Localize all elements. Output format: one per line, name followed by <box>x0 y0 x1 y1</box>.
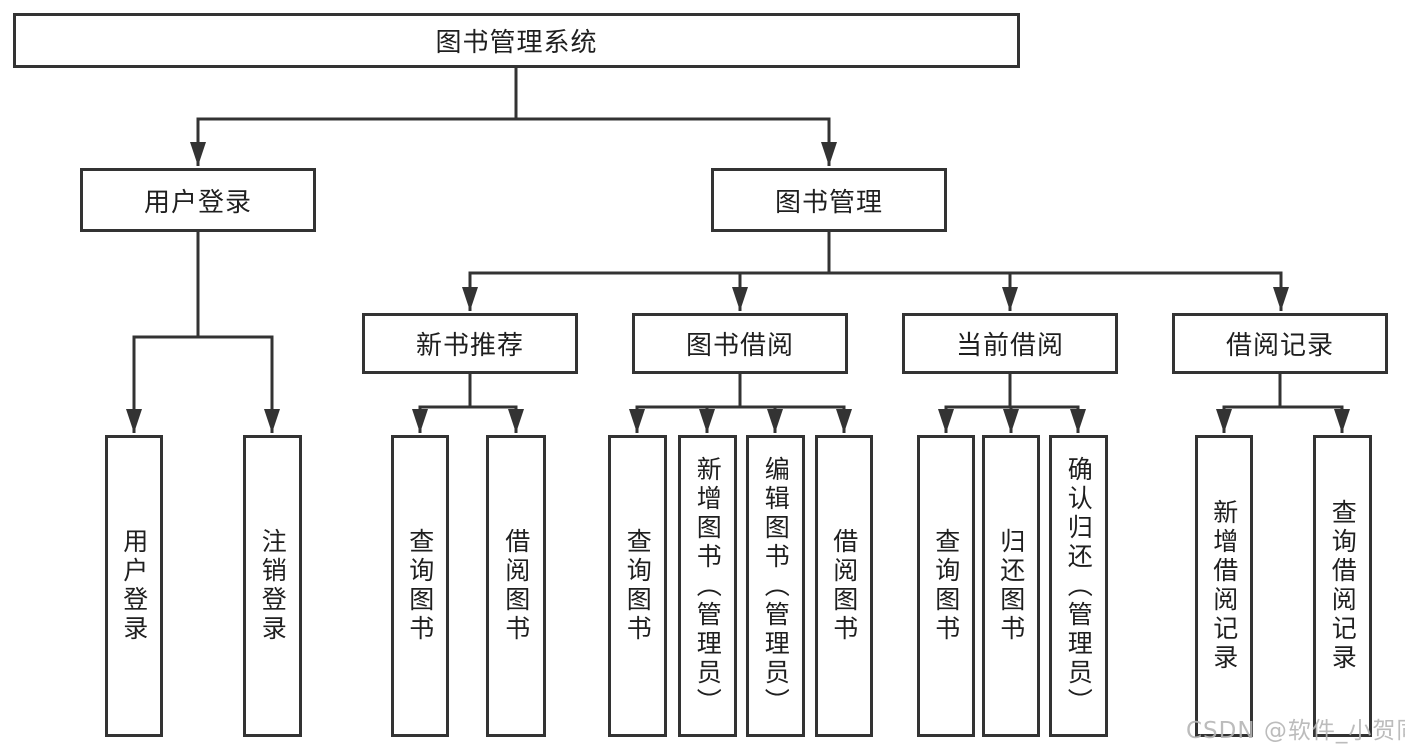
node-borrow-records: 借阅记录 <box>1172 313 1388 374</box>
leaf-add-books-admin-label: 新增图书（管理员） <box>693 455 723 717</box>
csdn-watermark: CSDN @软件_小贺同学 <box>1186 718 1405 744</box>
node-borrow-records-label: 借阅记录 <box>1225 331 1334 361</box>
leaf-logout: 注销登录 <box>243 435 302 737</box>
leaf-borrow-books-label: 借阅图书 <box>829 528 859 644</box>
node-new-book-recommend: 新书推荐 <box>362 313 578 374</box>
leaf-user-login: 用户登录 <box>105 435 163 737</box>
node-book-management: 图书管理 <box>711 168 947 232</box>
leaf-borrow-books-recommend: 借阅图书 <box>486 435 546 737</box>
node-current-borrow: 当前借阅 <box>902 313 1118 374</box>
leaf-confirm-return-admin: 确认归还（管理员） <box>1049 435 1108 737</box>
node-user-login-label: 用户登录 <box>143 187 252 218</box>
leaf-return-books: 归还图书 <box>982 435 1040 737</box>
node-new-book-recommend-label: 新书推荐 <box>415 331 524 361</box>
leaf-query-borrow-record: 查询借阅记录 <box>1313 435 1372 737</box>
node-root-system-label: 图书管理系统 <box>435 28 598 58</box>
leaf-query-borrow-record-label: 查询借阅记录 <box>1328 499 1358 673</box>
leaf-edit-books-admin-label: 编辑图书（管理员） <box>761 455 791 717</box>
leaf-add-books-admin: 新增图书（管理员） <box>678 435 737 737</box>
leaf-edit-books-admin: 编辑图书（管理员） <box>746 435 805 737</box>
node-current-borrow-label: 当前借阅 <box>955 331 1064 361</box>
leaf-confirm-return-admin-label: 确认归还（管理员） <box>1064 455 1094 717</box>
leaf-query-books-recommend: 查询图书 <box>391 435 449 737</box>
node-user-login: 用户登录 <box>80 168 316 232</box>
leaf-logout-label: 注销登录 <box>258 528 288 644</box>
leaf-query-books-borrow-label: 查询图书 <box>623 528 653 644</box>
leaf-user-login-label: 用户登录 <box>119 528 149 644</box>
leaf-add-borrow-record: 新增借阅记录 <box>1195 435 1253 737</box>
leaf-query-books-borrow: 查询图书 <box>608 435 667 737</box>
leaf-borrow-books: 借阅图书 <box>815 435 873 737</box>
node-root-system: 图书管理系统 <box>13 13 1020 68</box>
leaf-add-borrow-record-label: 新增借阅记录 <box>1209 499 1239 673</box>
leaf-query-books-recommend-label: 查询图书 <box>405 528 435 644</box>
leaf-borrow-books-recommend-label: 借阅图书 <box>501 528 531 644</box>
node-book-borrow: 图书借阅 <box>632 313 848 374</box>
node-book-management-label: 图书管理 <box>774 187 883 218</box>
node-book-borrow-label: 图书借阅 <box>685 331 794 361</box>
leaf-return-books-label: 归还图书 <box>996 528 1026 644</box>
leaf-query-books-current: 查询图书 <box>917 435 975 737</box>
leaf-query-books-current-label: 查询图书 <box>931 528 961 644</box>
